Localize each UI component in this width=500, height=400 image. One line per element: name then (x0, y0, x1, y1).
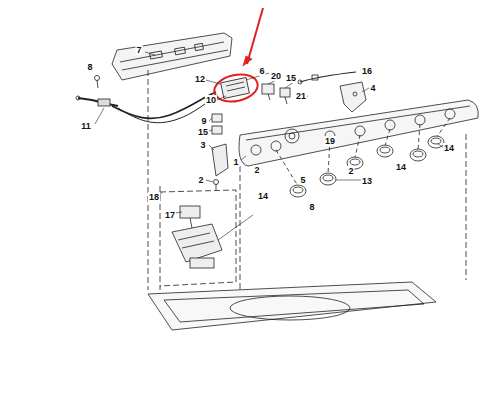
callout-number: 2 (347, 166, 354, 176)
callout-number: 21 (295, 91, 307, 101)
switch-parts (262, 84, 290, 104)
callout-number: 7 (135, 45, 142, 55)
leader-lines (95, 52, 444, 240)
control-switch (212, 71, 260, 106)
callout-number: 8 (308, 202, 315, 212)
callout-number: 18 (148, 192, 160, 202)
callout-number: 3 (199, 140, 206, 150)
callout-number: 4 (369, 83, 376, 93)
knob (290, 136, 444, 197)
screw (95, 76, 100, 89)
callout-number: 6 (258, 66, 265, 76)
callout-number: 9 (200, 116, 207, 126)
callout-number: 17 (164, 210, 176, 220)
callout-number: 14 (395, 162, 407, 172)
callout-number: 19 (324, 136, 336, 146)
callout-number: 16 (361, 66, 373, 76)
callout-number: 14 (257, 191, 269, 201)
bracket-cover (212, 144, 228, 190)
wire-harness (76, 92, 218, 123)
callout-number: 1 (232, 157, 239, 167)
callout-number: 15 (285, 73, 297, 83)
callout-number: 5 (299, 175, 306, 185)
callout-number: 10 (205, 95, 217, 105)
callout-number: 12 (194, 74, 206, 84)
callout-number: 2 (197, 175, 204, 185)
dashed-frame (148, 70, 466, 290)
callout-number: 2 (253, 165, 260, 175)
red-arrow (243, 8, 263, 66)
callout-number: 15 (197, 127, 209, 137)
callout-number: 20 (270, 71, 282, 81)
callout-number: 14 (443, 143, 455, 153)
callout-number: 11 (80, 121, 92, 131)
callout-number: 8 (86, 62, 93, 72)
callout-number: 13 (361, 176, 373, 186)
console-housing (112, 33, 232, 80)
wire-bracket (298, 72, 366, 112)
control-board (172, 206, 222, 268)
control-panel (239, 100, 478, 166)
knobs (276, 118, 450, 186)
cabinet-base (148, 282, 436, 330)
small-parts (212, 114, 222, 134)
